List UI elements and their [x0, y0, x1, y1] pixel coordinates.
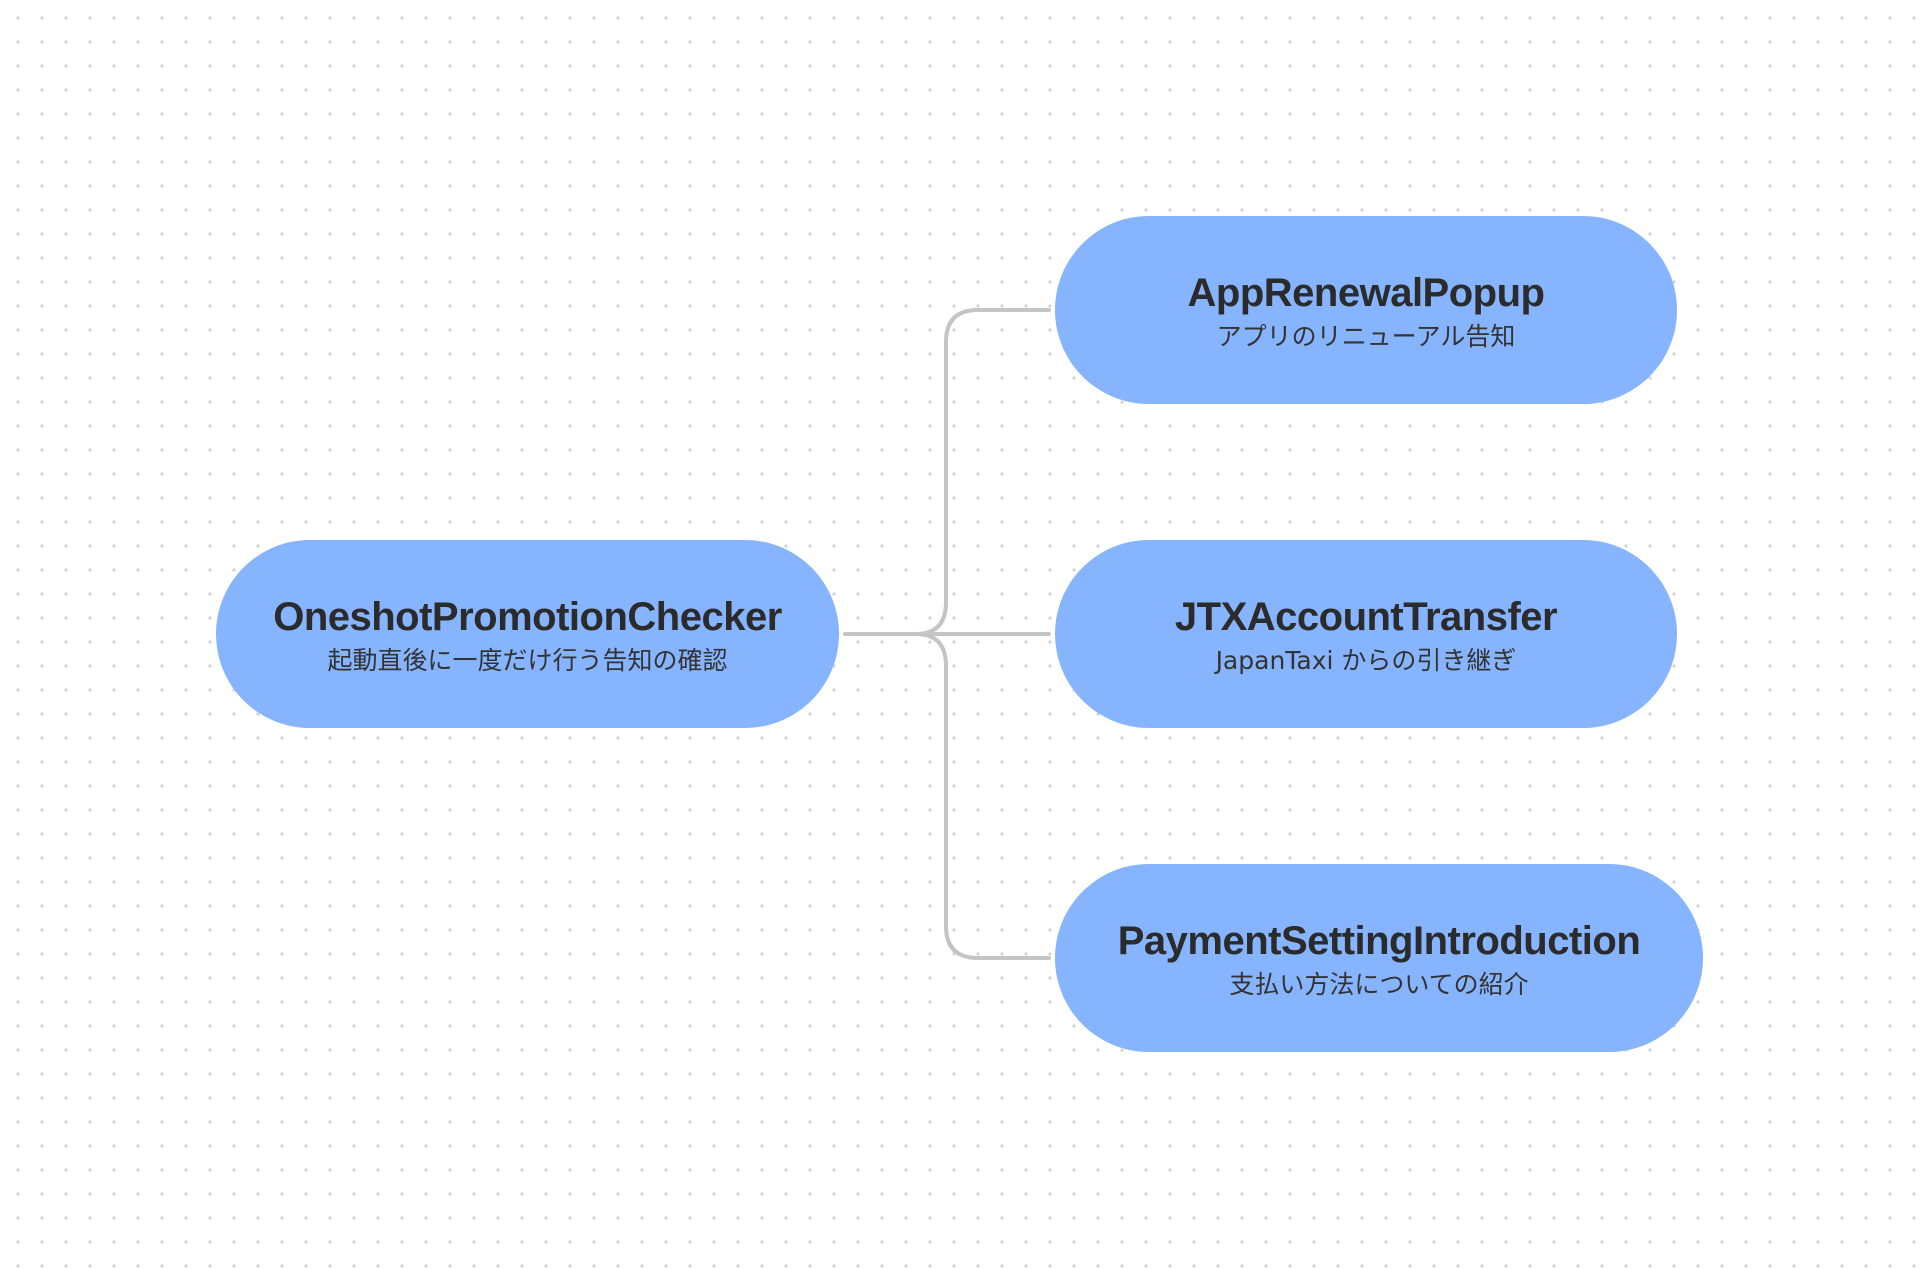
node-title: OneshotPromotionChecker: [273, 595, 782, 639]
connector-to-paymentsettingintroduction: [914, 632, 1051, 960]
connector-to-apprenewalpopup: [914, 308, 1051, 636]
node-title: AppRenewalPopup: [1187, 271, 1545, 315]
node-paymentsettingintroduction[interactable]: PaymentSettingIntroduction 支払い方法についての紹介: [1055, 864, 1703, 1052]
node-jtxaccounttransfer[interactable]: JTXAccountTransfer JapanTaxi からの引き継ぎ: [1055, 540, 1677, 728]
node-subtitle: アプリのリニューアル告知: [1216, 322, 1516, 351]
node-subtitle: 支払い方法についての紹介: [1229, 970, 1529, 999]
node-title: PaymentSettingIntroduction: [1117, 919, 1641, 963]
node-oneshotpromotionchecker[interactable]: OneshotPromotionChecker 起動直後に一度だけ行う告知の確認: [216, 540, 839, 728]
node-subtitle: JapanTaxi からの引き継ぎ: [1215, 646, 1517, 675]
node-subtitle: 起動直後に一度だけ行う告知の確認: [327, 646, 728, 675]
node-apprenewalpopup[interactable]: AppRenewalPopup アプリのリニューアル告知: [1055, 216, 1677, 404]
node-title: JTXAccountTransfer: [1174, 595, 1558, 639]
